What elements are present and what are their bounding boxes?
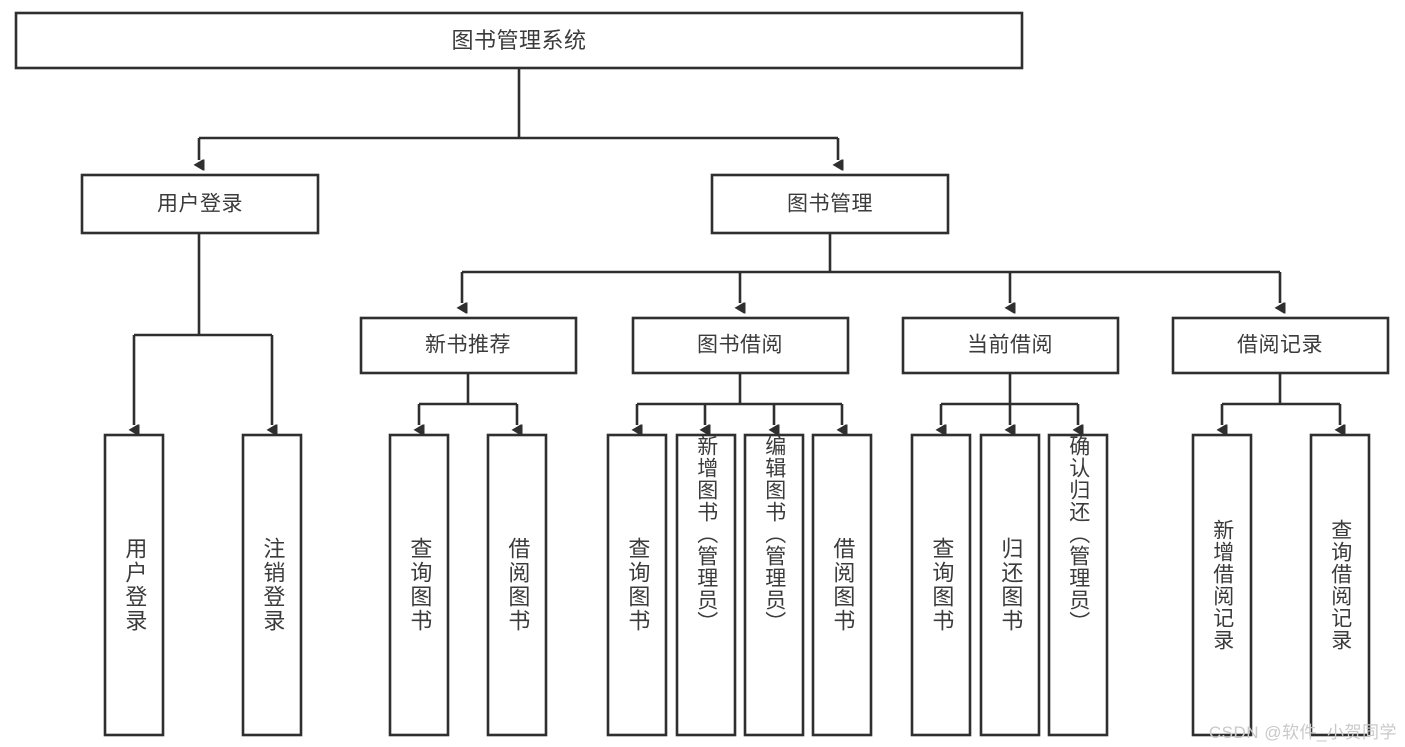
node-new-book-recommend-label: 新书推荐 [425,334,511,357]
edge-newbook-to-leaves [419,373,517,425]
leaf-box-borrow-book-1[interactable] [486,433,548,737]
leaf-box-add-book[interactable] [675,433,737,737]
node-root-label: 图书管理系统 [451,28,586,53]
edge-currentborrow-to-leaves [941,373,1078,425]
node-new-book-recommend[interactable]: 新书推荐 [359,316,578,375]
node-book-borrow-label: 图书借阅 [697,334,783,357]
leaf-box-query-record[interactable] [1309,433,1371,737]
leaf-box-return-book[interactable] [979,433,1041,737]
watermark-text: CSDN @软件_小贺同学 [1208,723,1397,742]
leaf-box-confirm-return[interactable] [1047,433,1109,737]
node-book-management-label: 图书管理 [787,193,873,216]
edge-bookborrow-to-leaves [637,373,842,425]
leaf-box-borrow-book-2[interactable] [811,433,873,737]
node-book-management[interactable]: 图书管理 [710,173,950,235]
node-current-borrow[interactable]: 当前借阅 [901,316,1120,375]
leaf-box-user-login[interactable] [103,433,165,737]
node-user-login-label: 用户登录 [157,193,243,216]
leaf-box-query-book-1[interactable] [388,433,450,737]
node-current-borrow-label: 当前借阅 [967,334,1053,357]
edge-bookmgmt-to-level3 [462,233,1280,303]
node-book-borrow[interactable]: 图书借阅 [631,316,850,375]
leaf-box-query-book-2[interactable] [606,433,668,737]
edge-userlogin-to-leaves [134,233,272,425]
node-user-login[interactable]: 用户登录 [80,173,320,235]
node-borrow-record-label: 借阅记录 [1237,334,1323,357]
node-borrow-record[interactable]: 借阅记录 [1171,316,1390,375]
leaf-box-edit-book[interactable] [743,433,805,737]
edge-borrowrecord-to-leaves [1222,373,1340,425]
leaf-box-logout[interactable] [241,433,303,737]
leaf-box-query-book-3[interactable] [910,433,972,737]
edge-root-to-level2 [199,68,838,160]
node-root[interactable]: 图书管理系统 [14,11,1024,70]
leaf-box-add-record[interactable] [1191,433,1253,737]
